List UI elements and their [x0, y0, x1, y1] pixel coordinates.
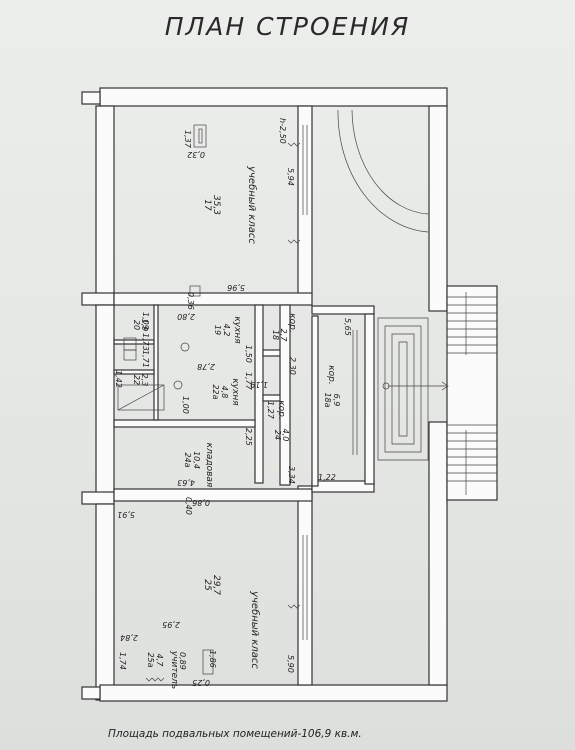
svg-text:25: 25: [202, 579, 212, 591]
curved-wall: [337, 109, 429, 233]
dim-label: 1,09: [141, 312, 150, 330]
dim-label: 2,80: [177, 312, 195, 321]
dim-label: 2,78: [197, 362, 215, 371]
svg-text:4,8: 4,8: [220, 386, 229, 399]
svg-text:кухня: кухня: [230, 378, 240, 406]
room-22-label: 22 2,3: [132, 374, 149, 387]
svg-text:22а: 22а: [211, 384, 220, 399]
fixtures: [117, 124, 214, 675]
dimension-labels: 1,37 0,32 5,94 h-2,50 5,96 0,36 2,80 1,0…: [114, 118, 352, 687]
room-24a-label: 24а 10,4 кладовая: [183, 443, 214, 488]
dim-label: 1,77: [244, 372, 253, 391]
svg-text:кухня: кухня: [232, 316, 242, 344]
dim-label: 2,84: [120, 633, 138, 642]
svg-text:20: 20: [132, 320, 141, 330]
svg-text:4,7: 4,7: [155, 654, 164, 668]
svg-text:кладовая: кладовая: [204, 443, 214, 488]
dim-label: 5,65: [343, 318, 352, 336]
plan-title: ПЛАН СТРОЕНИЯ: [164, 12, 411, 41]
dim-label: 0,25: [192, 678, 210, 687]
dim-label: 0,89: [178, 652, 187, 670]
room-25-label: 25 29,7 учебный класс: [202, 575, 261, 669]
dim-label: 0,32: [187, 150, 205, 159]
dim-label: 5,91: [117, 510, 135, 519]
dim-label: 1,19: [250, 380, 268, 389]
dim-label: 1,86: [208, 650, 217, 668]
dim-label: 1,00: [181, 396, 190, 414]
svg-text:17: 17: [202, 199, 212, 211]
dim-label: 1,27: [266, 401, 275, 420]
interior-walls: [113, 105, 375, 686]
dim-label: 2,25: [244, 428, 253, 446]
dim-label: 3,34: [287, 466, 296, 484]
svg-text:18: 18: [271, 330, 280, 340]
svg-text:кор.: кор.: [326, 365, 336, 385]
svg-text:учебный класс: учебный класс: [246, 165, 258, 244]
svg-text:4,2: 4,2: [222, 324, 231, 337]
svg-text:25а: 25а: [146, 652, 155, 667]
svg-text:24: 24: [273, 430, 282, 440]
dim-label: 1,71: [141, 350, 150, 368]
room-20-label: 20 1,9: [132, 319, 149, 332]
svg-text:кор.: кор.: [287, 313, 297, 333]
dim-label: 1,22: [318, 473, 336, 482]
windows: [302, 125, 358, 640]
outer-walls: [81, 87, 448, 702]
svg-text:2,7: 2,7: [279, 329, 288, 343]
room-18a-label: 18а 6,9 кор.: [323, 365, 341, 407]
dim-label: 1,50: [244, 345, 253, 363]
entrance-stairs: [377, 285, 498, 501]
svg-text:4,0: 4,0: [281, 429, 290, 442]
wiggle-marks: [145, 142, 301, 682]
dim-label: 0,86: [192, 498, 210, 507]
room-19-label: 19 4,2 кухня: [213, 316, 242, 344]
svg-text:2,3: 2,3: [140, 374, 149, 387]
room-22a-label: 22а 4,8 кухня: [211, 378, 240, 406]
svg-text:35,3: 35,3: [211, 195, 221, 215]
dim-label: 1,73: [141, 333, 150, 351]
dim-label: 0,36: [186, 292, 195, 310]
svg-text:1,9: 1,9: [140, 319, 149, 332]
svg-text:кор.: кор.: [276, 400, 286, 420]
svg-text:24а: 24а: [183, 452, 192, 467]
room-25a-label: 25а 4,7 учитель: [146, 650, 179, 689]
dim-label: 1,42: [114, 370, 123, 388]
dim-label: 5,94: [286, 168, 295, 186]
dim-label: 1,37: [183, 130, 192, 149]
svg-text:29,7: 29,7: [211, 575, 221, 595]
dim-label: h-2,50: [278, 118, 287, 144]
svg-text:6,9: 6,9: [332, 394, 341, 407]
svg-text:18а: 18а: [323, 392, 332, 407]
svg-text:19: 19: [213, 325, 222, 335]
dim-label: 4,63: [177, 478, 195, 487]
dim-label: 0,40: [184, 497, 193, 515]
svg-text:22: 22: [132, 375, 141, 385]
dim-label: 5,96: [227, 283, 245, 292]
svg-text:учитель: учитель: [169, 650, 179, 689]
dim-label: 2,30: [288, 357, 297, 375]
svg-text:10,4: 10,4: [192, 451, 201, 469]
room-17-label: 17 35,3 учебный класс: [202, 165, 258, 244]
room-18-label: 18 2,7 кор.: [271, 313, 297, 342]
svg-text:учебный класс: учебный класс: [249, 590, 261, 669]
area-footnote: Площадь подвальных помещений-106,9 кв.м.: [108, 728, 362, 740]
dim-label: 2,95: [162, 620, 180, 629]
room-24-label: 24 4,0 кор.: [273, 400, 290, 441]
dim-label: 5,90: [286, 655, 295, 673]
dim-label: 1,74: [118, 652, 127, 670]
